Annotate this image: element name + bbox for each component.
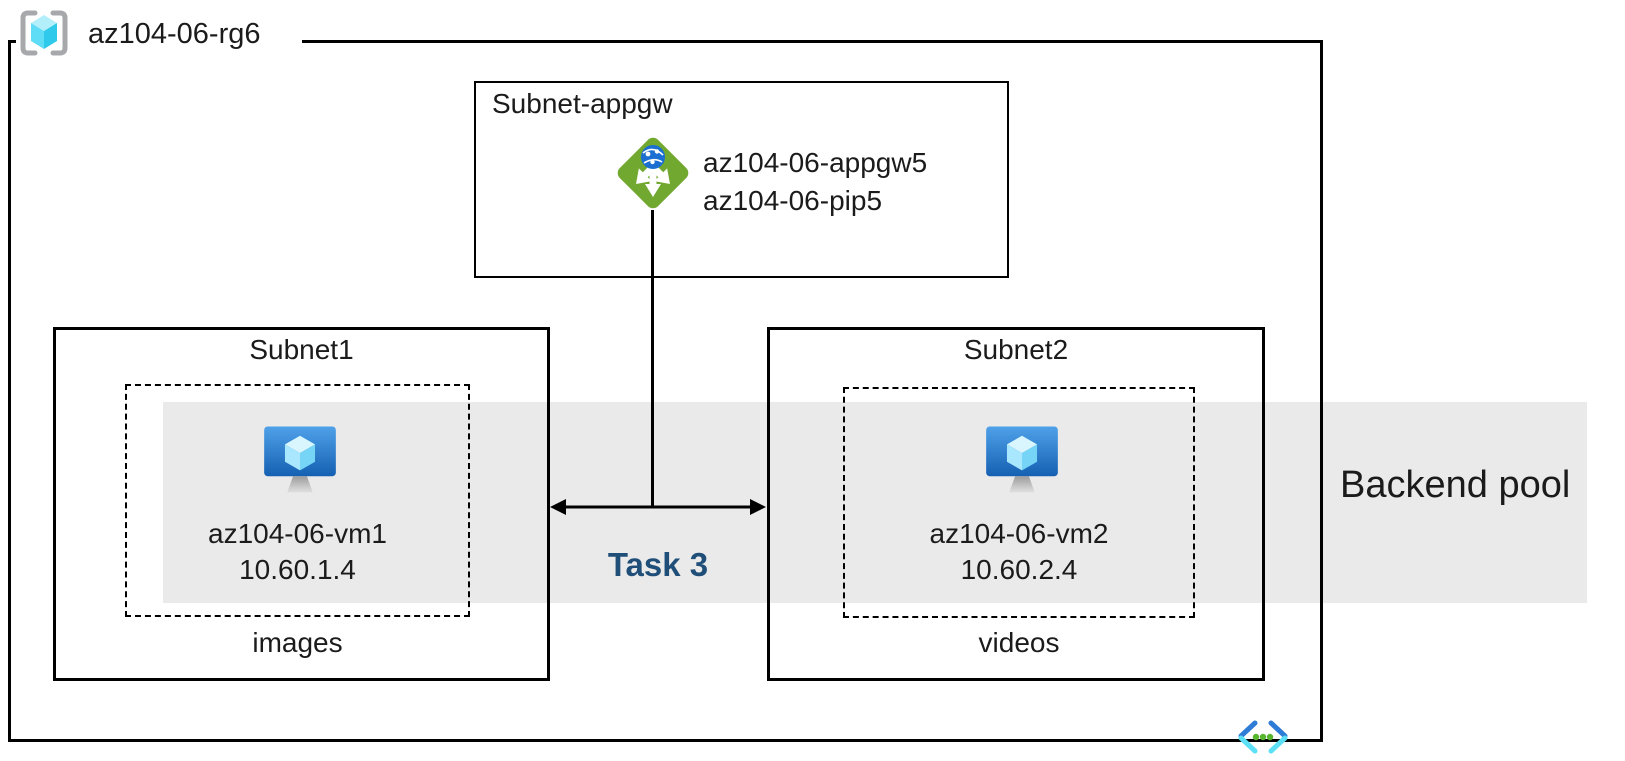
vm2-ip: 10.60.2.4 bbox=[960, 554, 1078, 585]
application-gateway-labels: az104-06-appgw5 az104-06-pip5 bbox=[703, 144, 927, 220]
vm1-text: az104-06-vm1 10.60.1.4 bbox=[125, 516, 470, 588]
backend-double-arrow bbox=[550, 495, 766, 519]
backend-pool-band bbox=[163, 402, 1587, 603]
subnet2-backend-dashed-box bbox=[843, 387, 1195, 618]
subnet1-box bbox=[53, 327, 550, 681]
virtual-machine-icon bbox=[263, 424, 337, 496]
vm1-name: az104-06-vm1 bbox=[208, 518, 387, 549]
subnet-appgw-box bbox=[474, 81, 1009, 278]
resource-group-icon bbox=[19, 9, 69, 57]
subnet2-box bbox=[767, 327, 1265, 681]
resource-group-label: az104-06-rg6 bbox=[88, 18, 261, 50]
gateway-connector-line bbox=[651, 210, 654, 507]
task-label: Task 3 bbox=[607, 546, 709, 583]
resource-group-box bbox=[8, 40, 1323, 742]
subnet2-title: Subnet2 bbox=[963, 334, 1069, 365]
vm2-name: az104-06-vm2 bbox=[929, 518, 1109, 549]
subnet1-app-label: images bbox=[252, 627, 343, 658]
resource-group-border-gap bbox=[16, 37, 302, 47]
public-ip-name: az104-06-pip5 bbox=[703, 185, 883, 216]
backend-pool-label: Backend pool bbox=[1340, 464, 1571, 506]
vm1-ip: 10.60.1.4 bbox=[239, 554, 356, 585]
subnet-appgw-title: Subnet-appgw bbox=[492, 88, 673, 119]
subnet1-backend-dashed-box bbox=[125, 384, 470, 617]
vm2-text: az104-06-vm2 10.60.2.4 bbox=[843, 516, 1195, 588]
subnet1-title: Subnet1 bbox=[249, 334, 354, 365]
subnet2-app-label: videos bbox=[978, 627, 1060, 658]
application-gateway-icon bbox=[613, 133, 693, 213]
virtual-network-icon bbox=[1236, 719, 1290, 755]
application-gateway-name: az104-06-appgw5 bbox=[703, 147, 928, 178]
virtual-machine-icon bbox=[985, 424, 1059, 496]
